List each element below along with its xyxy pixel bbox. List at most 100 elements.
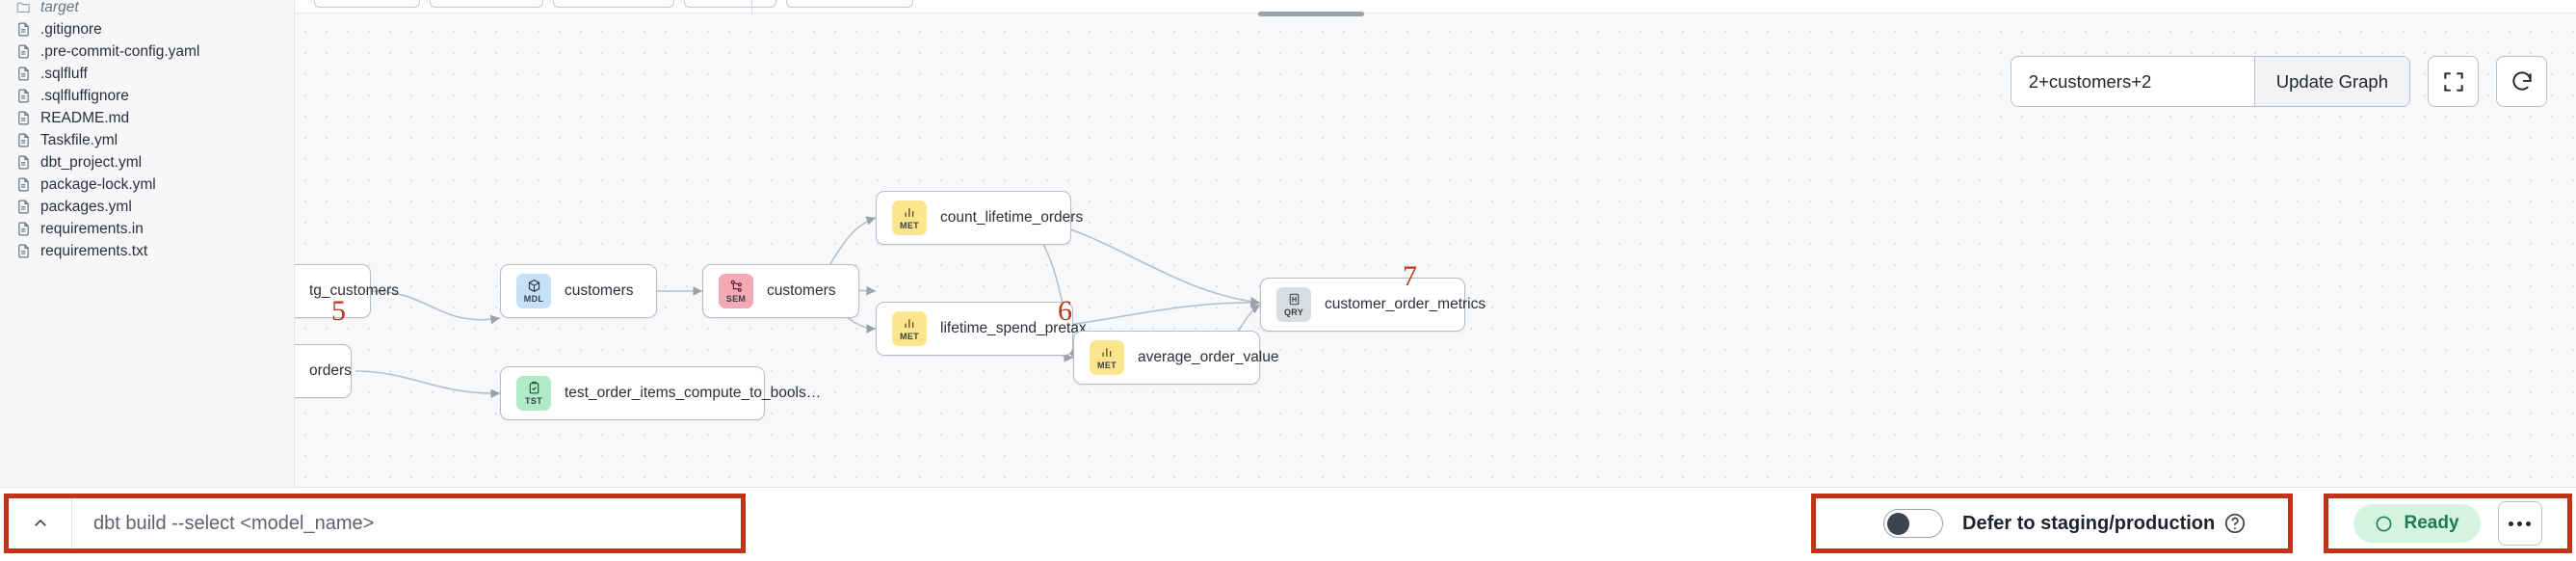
cube-icon [527,279,541,293]
file-tree-item-label: .gitignore [40,20,102,38]
toolbar-divider [751,0,752,13]
graph-node[interactable]: SEM customers [702,264,859,318]
update-graph-button[interactable]: Update Graph [2253,57,2409,106]
file-tree-item[interactable]: requirements.in [0,218,294,240]
node-kind-badge: MET [1090,340,1124,375]
refresh-button[interactable] [2496,56,2547,107]
file-icon [15,176,40,193]
file-explorer-panel: target .gitignore .pre-commit-config.yaml.… [0,0,295,487]
file-icon [15,154,40,171]
annotation-number: 7 [1403,260,1417,292]
defer-toggle-container: Defer to staging/production [1811,494,2293,553]
status-badge[interactable]: Ready [2353,504,2481,543]
file-tree-item-label: .sqlfluffignore [40,87,129,104]
node-label: customers [565,282,634,299]
file-tree-item-label: dbt_project.yml [40,153,143,171]
clipped-toolbar-buttons [314,0,913,8]
file-tree-item[interactable]: .gitignore [0,18,294,40]
defer-label: Defer to staging/production [1962,512,2216,534]
query-icon [1287,292,1301,307]
file-tree-item[interactable]: package-lock.yml [0,174,294,196]
horizontal-scrollbar[interactable] [1258,12,1364,16]
graph-node[interactable]: MET count_lifetime_orders [876,191,1083,245]
file-tree-item-label: target [40,0,79,15]
command-input-container [4,494,746,553]
node-label: average_order_value [1138,349,1279,365]
file-tree-item-label: packages.yml [40,198,132,215]
file-icon [15,199,40,215]
file-tree-item-label: README.md [40,109,130,126]
bar-chart-icon [903,316,917,331]
dbt-command-input[interactable] [72,512,741,535]
chevron-up-icon [34,519,46,526]
status-container: Ready [2324,494,2572,553]
node-label: test_order_items_compute_to_bools… [565,385,822,401]
graph-node[interactable]: MET average_order_value [1073,331,1279,385]
node-kind-badge: TST [516,376,551,411]
node-kind-label: MET [900,221,919,230]
file-tree-item[interactable]: packages.yml [0,196,294,218]
annotation-number: 6 [1058,295,1072,327]
clipped-button-4[interactable] [684,0,776,8]
node-kind-label: TST [525,396,542,406]
graph-search-input[interactable] [2011,57,2254,106]
clipped-button-5[interactable] [786,0,913,8]
file-tree-item[interactable]: README.md [0,107,294,129]
file-icon [15,132,40,148]
node-label: count_lifetime_orders [940,209,1084,226]
file-tree-item-label: package-lock.yml [40,175,156,193]
graph-node[interactable]: tg_customers [295,264,399,318]
node-kind-badge: SEM [719,274,753,308]
clipped-button-3[interactable] [553,0,674,8]
graph-node[interactable]: TST test_order_items_compute_to_bools… [500,366,821,420]
file-tree-item[interactable]: dbt_project.yml [0,151,294,174]
file-icon [15,88,40,104]
fullscreen-button[interactable] [2428,56,2479,107]
clipboard-check-icon [527,381,541,395]
ellipsis-icon [2526,521,2532,526]
clipped-button-1[interactable] [314,0,420,8]
node-label: customer_order_metrics [1325,296,1486,312]
file-tree-item-label: .pre-commit-config.yaml [40,42,200,60]
folder-icon [15,0,40,15]
file-tree-item[interactable]: target [0,0,294,18]
file-tree-item[interactable]: requirements.txt [0,240,294,262]
file-tree-item[interactable]: .pre-commit-config.yaml [0,40,294,63]
graph-node[interactable]: orders [295,344,352,398]
clipped-button-2[interactable] [430,0,543,8]
status-label: Ready [2404,513,2459,533]
annotation-number: 5 [331,295,346,327]
node-kind-badge: QRY [1276,287,1311,322]
ellipsis-icon [2509,521,2514,526]
overflow-menu-button[interactable] [2497,501,2542,546]
help-circle-icon [2225,513,2246,534]
file-tree-item[interactable]: .sqlfluffignore [0,85,294,107]
node-kind-label: SEM [725,294,747,304]
node-kind-badge: MET [892,200,927,235]
node-kind-label: MET [900,332,919,341]
share-nodes-icon [729,279,744,293]
file-tree-item-label: requirements.in [40,220,144,237]
node-kind-label: MET [1097,361,1117,370]
bar-chart-icon [1100,345,1115,360]
help-circle-icon-button[interactable] [2223,512,2247,535]
node-kind-badge: MET [892,311,927,346]
node-kind-label: QRY [1283,307,1304,317]
toggle-knob [1887,512,1909,535]
node-label: orders [309,362,352,379]
file-tree-item[interactable]: Taskfile.yml [0,129,294,151]
bottom-status-bar: Defer to staging/production Ready [0,487,2576,561]
defer-toggle[interactable] [1883,509,1943,538]
command-history-chevron-button[interactable] [9,498,72,548]
file-icon [15,66,40,82]
graph-node[interactable]: QRY customer_order_metrics [1260,278,1485,332]
fullscreen-icon [2443,71,2463,92]
node-label: customers [767,282,836,299]
node-label: tg_customers [309,282,400,299]
circle-icon [2377,516,2392,531]
file-tree-item[interactable]: .sqlfluff [0,63,294,85]
